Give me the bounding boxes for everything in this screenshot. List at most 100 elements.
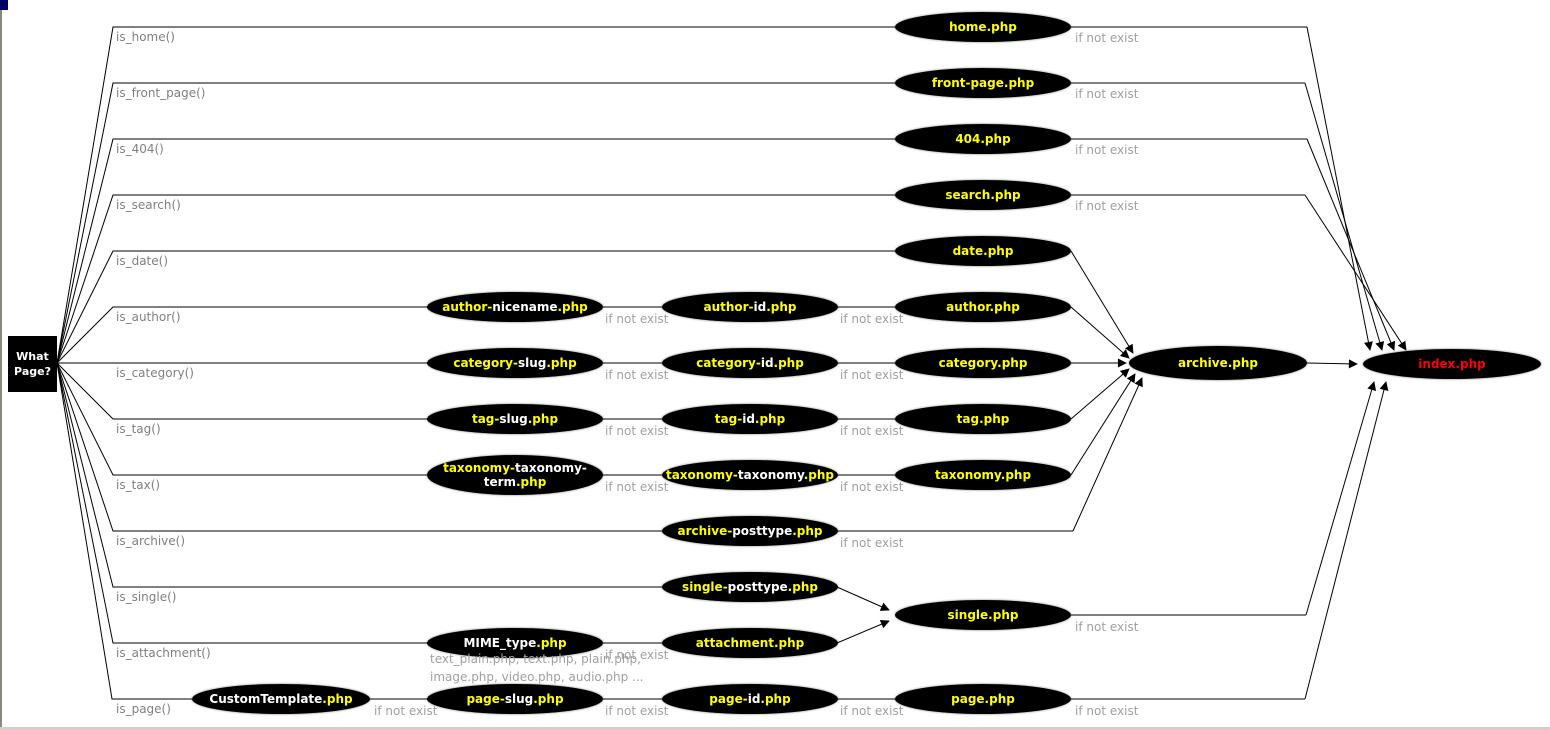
if-not-exist-label: if not exist	[605, 480, 669, 494]
condition-label-is_search: is_search()	[116, 198, 181, 212]
node-label-segment: slug	[517, 356, 547, 370]
what-page-box: What Page?	[8, 336, 57, 392]
node-category-slug: category-slug.php	[427, 348, 603, 378]
if-not-exist-label: if not exist	[605, 704, 669, 718]
node-label: term.php	[484, 475, 547, 489]
mime-type-note-line: text_plain.php, text.php, plain.php,	[430, 652, 641, 666]
node-label-segment: slug	[504, 692, 534, 706]
node-label-segment: taxonomy-	[443, 461, 515, 475]
node-label-segment: single-	[682, 580, 728, 594]
node-label-segment: tag-	[471, 412, 500, 426]
node-label-segment: .php	[792, 524, 823, 538]
node-label: index.php	[1418, 357, 1485, 371]
node-tag-id: tag-id.php	[662, 404, 838, 434]
node-label: author.php	[946, 300, 1020, 314]
node-search: search.php	[895, 180, 1071, 210]
node-taxonomy: taxonomy.php	[895, 460, 1071, 490]
node-label-segment: author-	[442, 300, 493, 314]
node-404: 404.php	[895, 124, 1071, 154]
node-label-segment: slug	[499, 412, 528, 426]
node-label-segment: home.php	[949, 20, 1017, 34]
node-label: tag-slug.php	[472, 412, 558, 426]
node-label-segment: category-	[696, 356, 761, 370]
condition-label-is_category: is_category()	[116, 366, 194, 380]
node-label: front-page.php	[932, 76, 1034, 90]
node-archive-posttype: archive-posttype.php	[662, 516, 838, 546]
if-not-exist-label: if not exist	[1075, 704, 1139, 718]
node-label: CustomTemplate.php	[209, 692, 352, 706]
corner-artifact	[0, 0, 8, 10]
node-label-segment: tag.php	[956, 412, 1010, 426]
bottom-border-line	[0, 727, 1550, 730]
node-label-segment: author.php	[946, 300, 1020, 314]
condition-label-is_single: is_single()	[116, 590, 177, 604]
node-label: 404.php	[955, 132, 1010, 146]
node-label-segment: CustomTemplate	[209, 692, 323, 706]
condition-label-is_author: is_author()	[116, 310, 181, 324]
node-label-segment: .php	[557, 300, 588, 314]
node-label: attachment.php	[696, 636, 805, 650]
node-category: category.php	[895, 348, 1071, 378]
node-single-posttype: single-posttype.php	[662, 572, 838, 602]
connector-arrow	[836, 586, 890, 611]
connector-arrow	[1304, 82, 1385, 351]
if-not-exist-label: if not exist	[605, 648, 669, 662]
if-not-exist-label: if not exist	[1075, 620, 1139, 634]
if-not-exist-label: if not exist	[840, 368, 904, 382]
node-label-segment: id	[753, 300, 767, 314]
node-label-segment: posttype	[727, 580, 788, 594]
node-label: page-slug.php	[466, 692, 563, 706]
connector-line	[56, 362, 1073, 532]
node-label-segment: term	[483, 475, 516, 489]
node-label-segment: attachment.php	[695, 636, 805, 650]
node-label: author-nicename.php	[442, 300, 588, 314]
node-label-segment: .php	[516, 475, 547, 489]
node-label: single-posttype.php	[682, 580, 818, 594]
what-page-label-line1: What	[16, 350, 49, 363]
node-front-page: front-page.php	[895, 68, 1071, 98]
node-label-segment: nicename	[492, 300, 558, 314]
if-not-exist-label: if not exist	[840, 424, 904, 438]
node-archive: archive.php	[1129, 346, 1307, 380]
node-label-segment: .php	[527, 412, 559, 426]
connector-arrow	[1070, 250, 1134, 354]
node-label: category-id.php	[696, 356, 804, 370]
node-author-nicename: author-nicename.php	[427, 292, 603, 322]
node-label-segment: .php	[773, 356, 804, 370]
node-category-id: category-id.php	[662, 348, 838, 378]
node-label-segment: archive-	[677, 524, 733, 538]
node-label-segment: page-	[709, 692, 748, 706]
node-label-segment: id	[742, 412, 755, 426]
node-label-segment: .php	[760, 692, 791, 706]
connector-arrow	[1304, 381, 1389, 700]
node-label: archive.php	[1178, 356, 1258, 370]
node-page: page.php	[895, 684, 1071, 714]
node-label-segment: taxonomy.php	[934, 468, 1032, 482]
if-not-exist-label: if not exist	[605, 312, 669, 326]
node-label-segment: date.php	[952, 244, 1014, 258]
node-index: index.php	[1363, 349, 1541, 379]
connector-arrow	[1306, 138, 1396, 351]
mime-type-note-line: image.php, video.php, audio.php ...	[430, 670, 644, 684]
node-tag-slug: tag-slug.php	[427, 404, 603, 434]
if-not-exist-label: if not exist	[605, 368, 669, 382]
node-author: author.php	[895, 292, 1071, 322]
node-label-segment: page-	[466, 692, 505, 706]
node-label-segment: taxonomy	[737, 468, 804, 482]
condition-label-is_archive: is_archive()	[116, 534, 185, 548]
if-not-exist-label: if not exist	[1075, 87, 1139, 101]
node-label: tag-id.php	[715, 412, 785, 426]
if-not-exist-label: if not exist	[1075, 199, 1139, 213]
condition-label-is_front_page: is_front_page()	[116, 86, 206, 100]
connector-line	[56, 362, 837, 588]
node-label-segment: .php	[546, 356, 577, 370]
if-not-exist-label: if not exist	[1075, 31, 1139, 45]
condition-label-is_404: is_404()	[116, 142, 164, 156]
node-label-segment: single.php	[947, 608, 1019, 622]
connector-arrow	[1070, 368, 1130, 420]
node-mime-type: MIME_type.php	[427, 628, 603, 658]
node-custom-template: CustomTemplate.php	[192, 684, 370, 714]
connector-line	[56, 250, 1071, 364]
connector-line	[56, 194, 1305, 364]
connector-arrow	[1072, 377, 1143, 532]
